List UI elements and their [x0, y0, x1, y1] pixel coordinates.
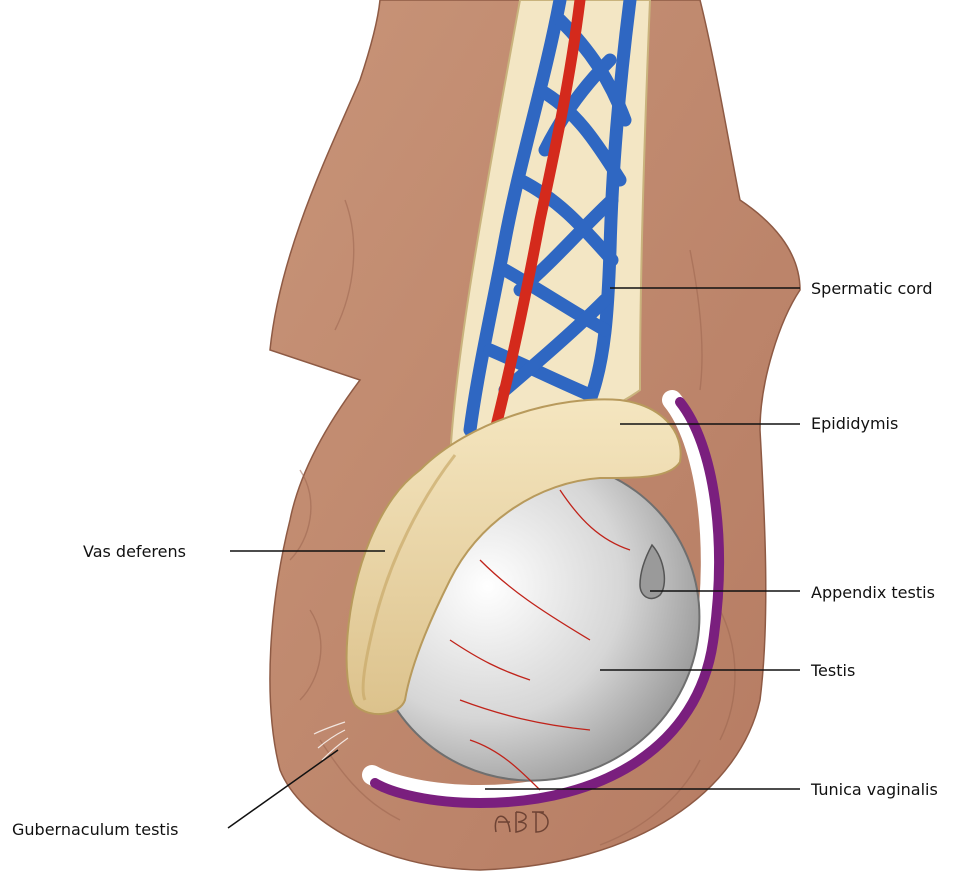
label-spermatic-cord: Spermatic cord: [811, 279, 932, 299]
label-epididymis: Epididymis: [811, 414, 898, 434]
label-gubernaculum-testis: Gubernaculum testis: [12, 820, 178, 840]
label-appendix-testis: Appendix testis: [811, 583, 935, 603]
label-tunica-vaginalis: Tunica vaginalis: [811, 780, 938, 800]
label-testis: Testis: [811, 661, 855, 681]
label-vas-deferens: Vas deferens: [83, 542, 186, 562]
